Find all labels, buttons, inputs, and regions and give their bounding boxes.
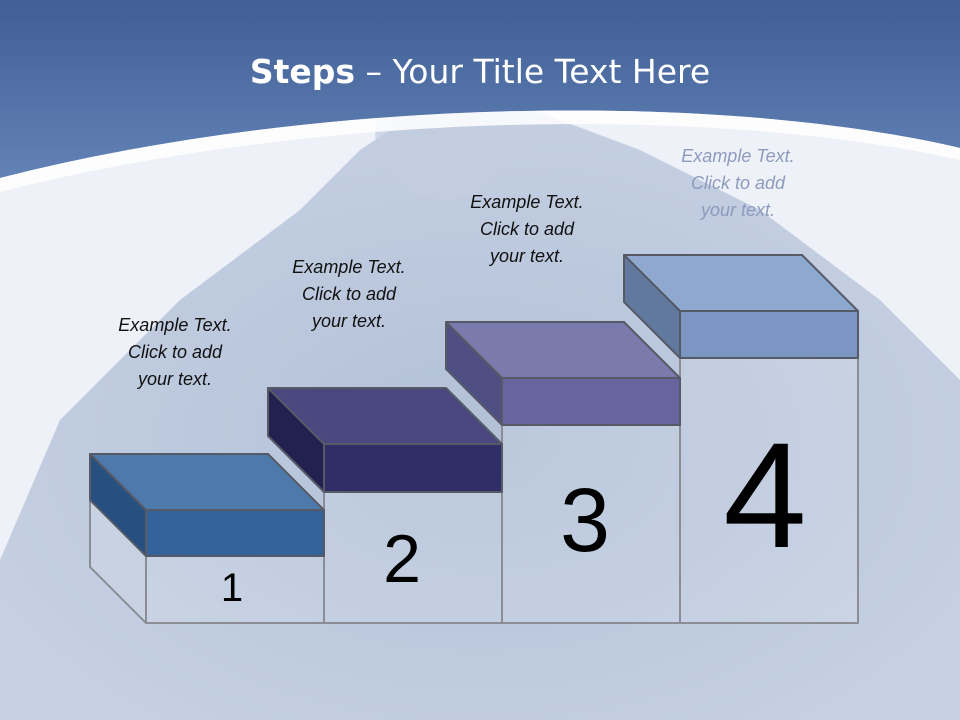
step-1-line-3: your text.: [137, 369, 213, 389]
step-4-number: 4: [723, 411, 807, 579]
step-3-line-3: your text.: [489, 246, 565, 266]
step-2-text[interactable]: Example Text. Click to add your text.: [264, 254, 434, 335]
step-4-line-2: Click to add: [690, 173, 786, 193]
step-2-line-2: Click to add: [301, 284, 397, 304]
header-swoosh: [0, 110, 960, 192]
steps-diagram: [89, 254, 859, 624]
step-4-text[interactable]: Example Text. Click to add your text.: [653, 143, 823, 224]
step-1-box-front: [145, 509, 325, 557]
step-1-number: 1: [220, 566, 244, 610]
step-2-number: 2: [383, 521, 421, 597]
step-4-line-1: Example Text.: [681, 146, 795, 166]
title-rest-text: – Your Title Text Here: [355, 52, 711, 91]
step-3-line-1: Example Text.: [470, 192, 584, 212]
step-4-line-3: your text.: [700, 200, 776, 220]
step-4-box-front: [679, 310, 859, 359]
step-1-line-1: Example Text.: [118, 315, 232, 335]
step-3-text[interactable]: Example Text. Click to add your text.: [442, 189, 612, 270]
step-3-number: 3: [559, 471, 611, 571]
step-1-text[interactable]: Example Text. Click to add your text.: [90, 312, 260, 393]
step-2-line-3: your text.: [311, 311, 387, 331]
header-band: [0, 0, 960, 178]
step-1-line-2: Click to add: [127, 342, 223, 362]
step-2-box-front: [323, 443, 503, 493]
title-bold-text: Steps: [249, 52, 356, 91]
slide-title[interactable]: Steps – Your Title Text Here: [0, 52, 960, 91]
step-3-box-front: [501, 377, 681, 426]
step-3-line-2: Click to add: [479, 219, 575, 239]
step-2-line-1: Example Text.: [292, 257, 406, 277]
